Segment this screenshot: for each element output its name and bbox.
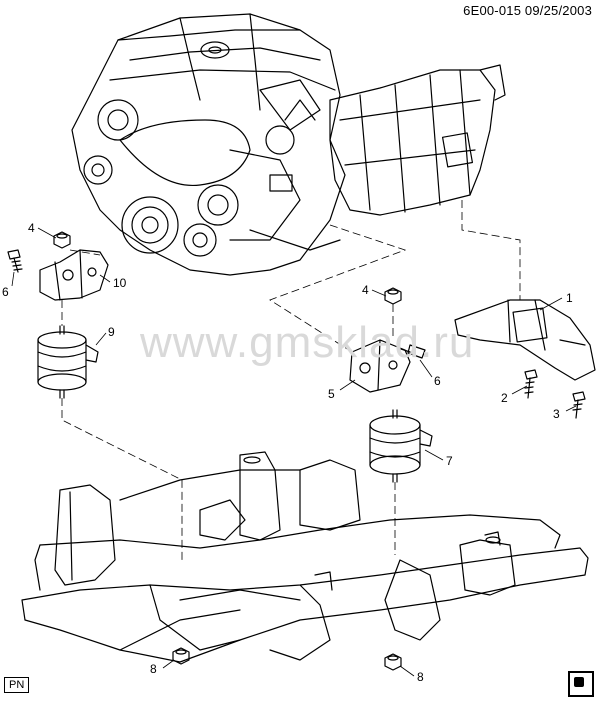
center-nut	[384, 287, 402, 305]
callout-labels: 1 2 3 4 4 5 6 6 7 8 8 9 10	[2, 221, 573, 684]
callout-6-left: 6	[2, 285, 9, 299]
callout-10: 10	[113, 276, 127, 290]
engine-assembly	[71, 13, 346, 276]
left-bolt	[7, 249, 23, 273]
corner-logo-icon	[568, 671, 594, 697]
center-mount-bracket	[349, 339, 411, 393]
left-engine-mount	[37, 325, 99, 399]
callout-4-left: 4	[28, 221, 35, 235]
transmission-assembly	[329, 64, 506, 216]
center-bolt	[397, 344, 426, 359]
engine-cradle-frame	[21, 451, 589, 663]
leader-lines	[11, 227, 577, 677]
callout-7: 7	[446, 454, 453, 468]
frame-nut-left	[172, 647, 190, 665]
alignment-lines	[61, 200, 521, 560]
pn-label: PN	[4, 677, 30, 693]
callout-1: 1	[566, 291, 573, 305]
callout-9: 9	[108, 325, 115, 339]
callout-3: 3	[553, 407, 560, 421]
callout-8-left: 8	[150, 662, 157, 676]
document-id: 6E00-015 09/25/2003	[463, 3, 592, 18]
callout-2: 2	[501, 391, 508, 405]
center-engine-mount	[369, 409, 433, 483]
callout-8-right: 8	[417, 670, 424, 684]
transmission-bolt-2	[524, 369, 538, 399]
left-nut	[53, 231, 71, 249]
transmission-bolt-3	[572, 391, 586, 419]
watermark-text: www.gmsklad.ru	[140, 318, 475, 367]
frame-nut-right	[384, 653, 402, 671]
callout-6-center: 6	[434, 374, 441, 388]
left-mount-bracket	[39, 249, 109, 301]
transmission-mount	[454, 299, 596, 381]
callout-5: 5	[328, 387, 335, 401]
callout-4-center: 4	[362, 283, 369, 297]
